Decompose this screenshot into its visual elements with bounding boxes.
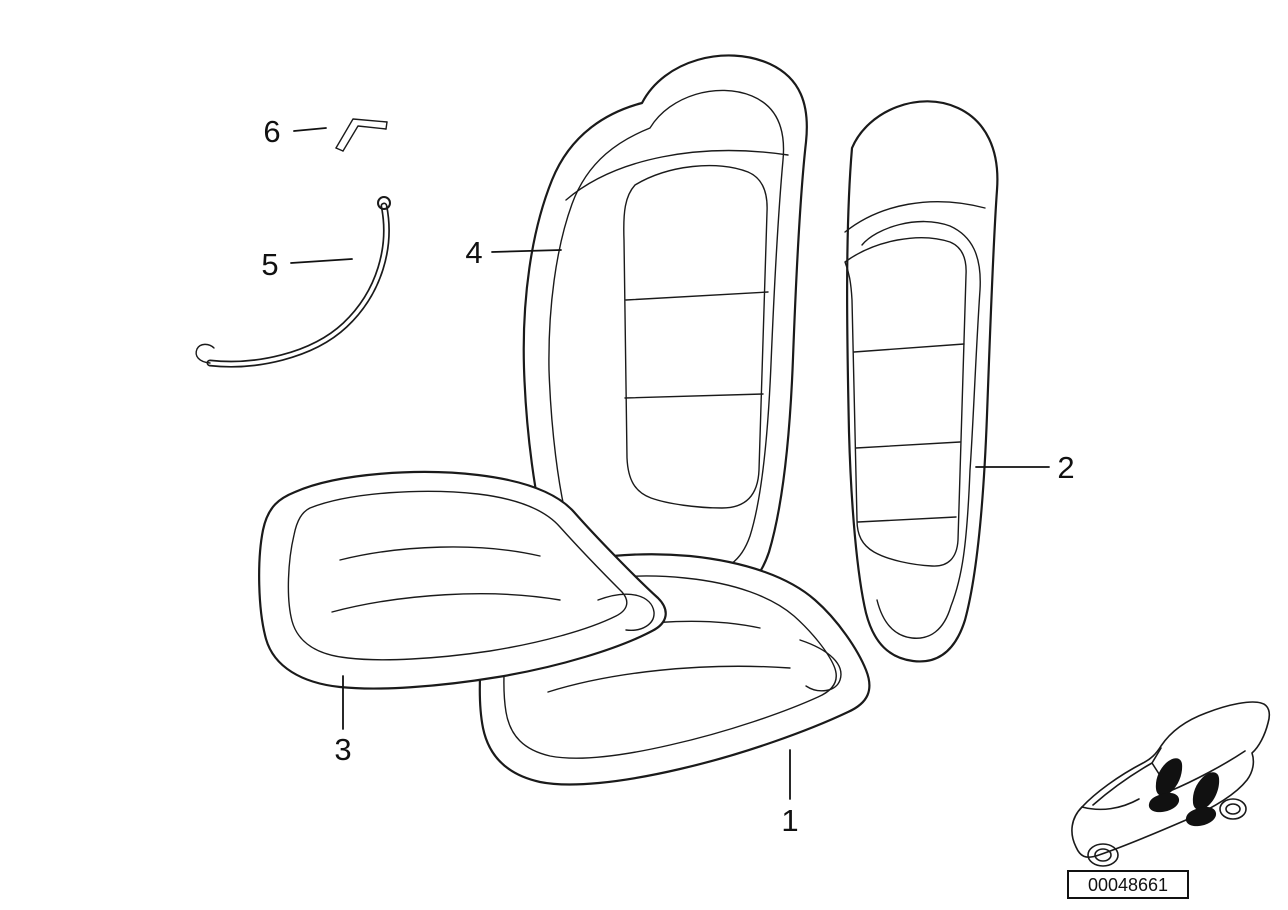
car-thumbnail-icon [1071, 701, 1271, 867]
retaining-clip [335, 118, 388, 152]
callout-label-5[interactable]: 5 [261, 247, 278, 282]
callout-3: 3 [334, 675, 352, 767]
backrest-rear [844, 100, 999, 663]
callout-label-6[interactable]: 6 [263, 114, 280, 149]
callout-1: 1 [781, 749, 799, 838]
leader-line [491, 249, 562, 253]
callout-label-2[interactable]: 2 [1057, 450, 1074, 485]
highlighted-seat-left-base [1148, 792, 1180, 813]
retaining-wire [195, 196, 391, 368]
callout-6: 6 [263, 114, 327, 149]
callout-label-3[interactable]: 3 [334, 732, 351, 767]
part-number-box: 00048661 [1067, 870, 1189, 899]
leader-line [293, 127, 327, 132]
callout-5: 5 [261, 247, 353, 282]
callout-label-4[interactable]: 4 [465, 235, 482, 270]
highlighted-seat-left [1155, 758, 1183, 796]
highlighted-seat-right-base [1185, 806, 1217, 827]
highlighted-seat-right [1192, 772, 1220, 810]
callout-2: 2 [975, 450, 1075, 485]
callout-4: 4 [465, 235, 562, 270]
part-number-text: 00048661 [1088, 875, 1168, 895]
cushion-left [258, 470, 667, 690]
callout-label-1[interactable]: 1 [781, 803, 798, 838]
leader-line [290, 258, 353, 264]
